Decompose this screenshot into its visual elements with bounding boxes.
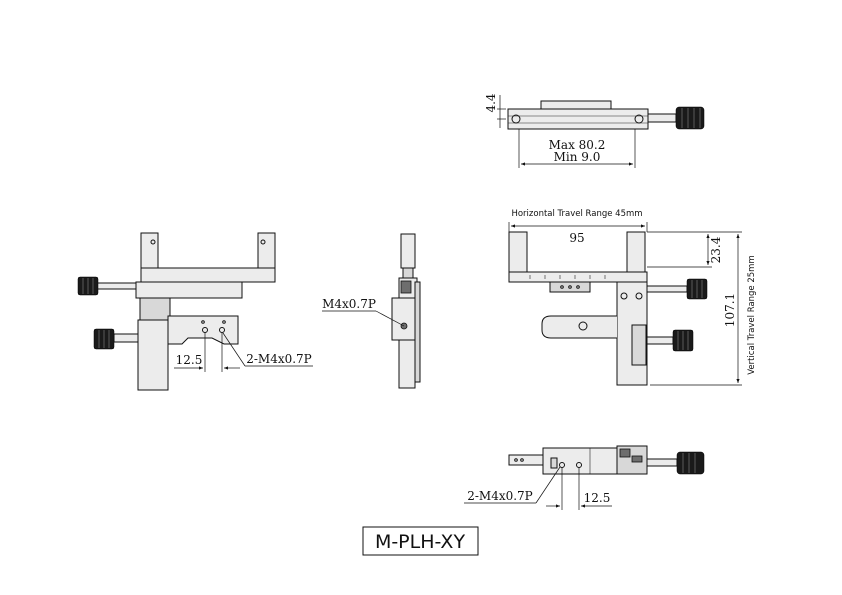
front-view-x-shaft (95, 282, 137, 290)
bottom-view-tap-hole (559, 462, 565, 468)
side-view-tap-label: M4x0.7P (322, 297, 376, 311)
side-view-bracket (400, 233, 416, 269)
front-view-top-plate (140, 267, 276, 283)
rear-view-top-height-dim: 23.4 (709, 236, 723, 263)
top-view-carriage (540, 100, 612, 110)
bottom-view-knob (676, 451, 705, 475)
front-view-y-shaft (113, 333, 139, 343)
bottom-view-tap-hole (576, 462, 582, 468)
model-name: M-PLH-XY (375, 531, 466, 553)
top-view-stage-body (507, 108, 649, 130)
rear-view: Horizontal Travel Range 45mm 95 (508, 209, 757, 386)
front-view-tap-label: 2-M4x0.7P (246, 352, 312, 366)
rear-view-x-shaft (646, 285, 688, 293)
top-view-height-dim: 4.4 (484, 93, 498, 112)
side-view-carriage (391, 297, 416, 341)
top-view-screw (634, 114, 644, 124)
top-view-knob (675, 106, 705, 130)
top-view-min-dim: Min 9.0 (554, 150, 601, 164)
front-view-bracket-left (140, 232, 159, 269)
front-view-y-stage (137, 319, 169, 391)
rear-view-vertical-scale (631, 324, 647, 366)
side-view: M4x0.7P (322, 233, 421, 389)
rear-view-y-shaft (646, 336, 674, 345)
front-view-tap-hole (202, 327, 208, 333)
front-view: 12.5 2-M4x0.7P (77, 232, 313, 391)
bottom-view-plate (508, 454, 544, 466)
top-view-shaft (647, 113, 677, 123)
rear-view-scale-block (549, 281, 591, 293)
top-view: 4.4 Max 80.2 Min 9.0 (484, 93, 705, 168)
rear-view-vertical-travel-label: Vertical Travel Range 25mm (747, 255, 757, 375)
front-view-guide (139, 297, 171, 321)
rear-view-width-dim: 95 (569, 231, 584, 245)
bottom-view-pitch-dim: 12.5 (584, 491, 611, 505)
side-view-base (398, 339, 416, 389)
front-view-x-stage (135, 281, 243, 299)
side-view-vertical-rail (414, 281, 421, 383)
rear-view-total-height-dim: 107.1 (723, 293, 737, 327)
model-label-box: M-PLH-XY (362, 526, 479, 556)
rear-view-horizontal-travel-label: Horizontal Travel Range 45mm (511, 209, 642, 219)
top-view-max-dim: Max 80.2 (549, 138, 606, 152)
bottom-view-shaft (646, 458, 678, 467)
bottom-view: 12.5 2-M4x0.7P (464, 445, 705, 510)
front-view-tap-hole (219, 327, 225, 333)
rear-view-bracket-right (626, 231, 646, 273)
bottom-view-tap-label: 2-M4x0.7P (467, 489, 533, 503)
rear-view-tap-hole (578, 321, 588, 331)
front-view-bracket-right (257, 232, 276, 269)
front-view-pitch-dim: 12.5 (176, 353, 203, 367)
rear-view-bracket-left (508, 231, 528, 273)
top-view-screw (511, 114, 521, 124)
